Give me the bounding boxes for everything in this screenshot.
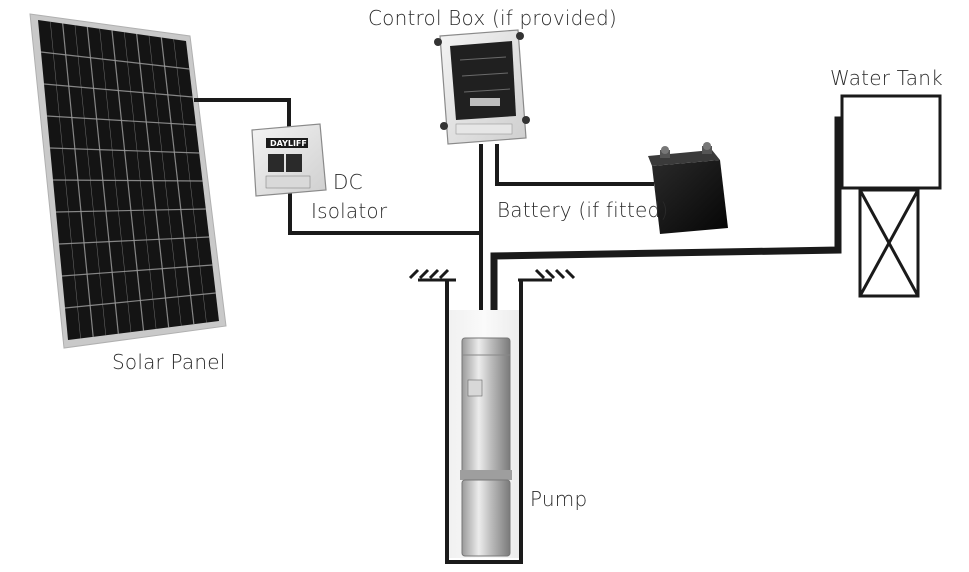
- pump-label: Pump: [530, 487, 588, 511]
- tank-stand: [858, 188, 920, 298]
- wire-controlbox-to-battery: [495, 144, 654, 186]
- ground-markers: [408, 268, 576, 282]
- panel-cell-grid: [40, 21, 216, 339]
- solar-panel-label: Solar Panel: [112, 350, 226, 374]
- dc-isolator: DAYLIFF: [251, 123, 327, 197]
- isolator-brand: DAYLIFF: [270, 139, 307, 148]
- tank-body: [840, 94, 942, 190]
- battery-label: Battery (if fitted): [497, 198, 669, 222]
- battery: [648, 142, 728, 234]
- wire-panel-to-isolator: [194, 98, 291, 128]
- control-box-label: Control Box (if provided): [368, 6, 617, 30]
- dc-isolator-label-line2: Isolator: [311, 199, 388, 223]
- solar-panel: [29, 13, 227, 349]
- delivery-pipe: [490, 116, 848, 344]
- wire-isolator-to-pump: [288, 188, 482, 235]
- water-tank-label: Water Tank: [830, 66, 943, 90]
- water-tank: [840, 94, 942, 298]
- pump: [460, 337, 512, 557]
- control-box: [434, 29, 530, 145]
- dc-isolator-label-line1: DC: [333, 170, 363, 194]
